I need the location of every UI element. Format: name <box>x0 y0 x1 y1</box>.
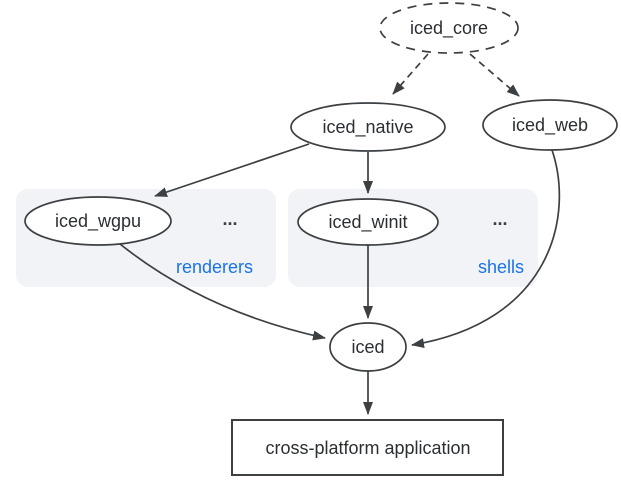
shells-group-label: shells <box>478 257 524 277</box>
edge-core-to-web <box>469 53 520 97</box>
node-iced-web <box>482 99 618 151</box>
node-cross-platform-application <box>231 419 504 476</box>
node-iced-native-label: iced_native <box>322 117 413 138</box>
node-iced-wgpu <box>24 196 172 246</box>
node-iced-core <box>379 2 519 54</box>
node-iced-core-label: iced_core <box>410 18 488 39</box>
node-iced-winit-label: iced_winit <box>328 212 407 233</box>
edge-wgpu-to-iced <box>119 243 326 341</box>
shells-ellipsis: ... <box>492 209 507 229</box>
node-iced-web-label: iced_web <box>512 115 588 136</box>
node-cross-platform-application-label: cross-platform application <box>265 438 470 458</box>
edge-core-to-native <box>392 53 429 95</box>
node-iced-winit <box>297 198 439 246</box>
node-iced-native <box>290 102 446 152</box>
node-iced <box>329 322 407 372</box>
edge-web-to-iced <box>411 149 561 348</box>
edge-native-to-wgpu <box>154 143 310 197</box>
renderers-group-label: renderers <box>176 257 253 277</box>
renderers-ellipsis: ... <box>222 209 237 229</box>
node-iced-label: iced <box>351 337 384 357</box>
node-iced-wgpu-label: iced_wgpu <box>55 211 141 232</box>
